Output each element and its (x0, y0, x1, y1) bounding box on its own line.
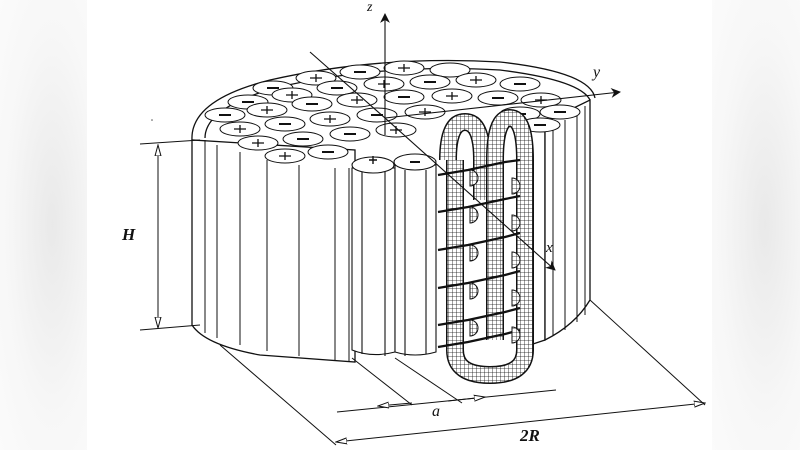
diagram-drawing (139, 13, 712, 446)
x-axis (384, 117, 556, 271)
blurred-side-pad-left (0, 0, 87, 450)
height-label: H (122, 225, 136, 244)
z-axis-label: z (367, 0, 373, 15)
height-dimension (139, 139, 201, 331)
shell-staves (204, 106, 586, 362)
coil-loop-bumps (469, 169, 521, 344)
u-tube-heater (439, 108, 534, 385)
diagonal-reference-line (309, 51, 386, 119)
pitch-and-diameter-dimensions (219, 299, 705, 446)
diagram-canvas: z y x H a 2R (87, 0, 712, 450)
scan-speck (151, 119, 153, 121)
x-axis-label: x (546, 240, 553, 256)
y-axis-label: y (593, 64, 601, 81)
front-rods (351, 153, 437, 356)
blurred-side-pad-right (712, 0, 800, 450)
rod-row-3 (204, 88, 562, 123)
rod-row-6 (264, 144, 349, 164)
pitch-label: a (432, 403, 440, 420)
y-axis (384, 88, 621, 119)
diameter-label: 2R (520, 426, 540, 445)
coordinate-axes (309, 13, 621, 271)
helical-coil-wire (437, 158, 521, 349)
